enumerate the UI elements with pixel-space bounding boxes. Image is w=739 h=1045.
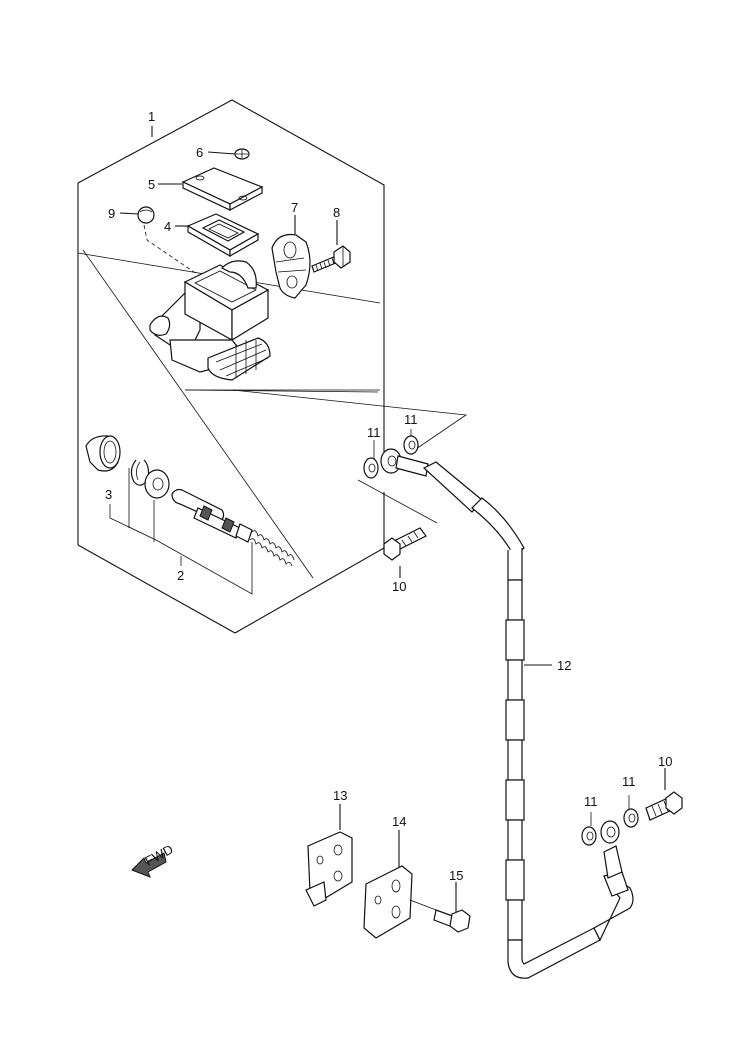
callout-11-lower-a: 11	[584, 794, 598, 809]
callout-11-upper-b: 11	[404, 412, 418, 427]
part-15-bolt	[409, 882, 471, 933]
callout-11-upper-a: 11	[367, 425, 381, 440]
part-3-washer	[144, 469, 170, 499]
part-7-clamp	[271, 215, 311, 299]
callout-7: 7	[291, 200, 298, 215]
leader-lines	[143, 224, 468, 524]
part-10-banjo-bolt-upper	[383, 527, 427, 578]
callout-14: 14	[392, 814, 406, 829]
part-11-washer-upper-b	[403, 429, 419, 455]
callout-12: 12	[557, 658, 571, 673]
part-11-washer-lower-b	[623, 795, 639, 828]
master-cylinder-body	[149, 260, 271, 381]
callout-13: 13	[333, 788, 347, 803]
banjo-fitting-upper	[380, 448, 429, 477]
banjo-fitting-lower	[600, 820, 629, 897]
callout-15: 15	[449, 868, 463, 883]
part-4-diaphragm	[175, 213, 260, 258]
fwd-arrow-icon	[131, 852, 167, 878]
callout-10-lower: 10	[658, 754, 672, 769]
part-14-hose-clamp	[363, 830, 413, 939]
part-11-washer-lower-a	[581, 812, 597, 846]
callout-6: 6	[196, 145, 203, 160]
callout-5: 5	[148, 177, 155, 192]
part-13-hose-bracket	[305, 804, 353, 907]
part-3-boot	[85, 435, 121, 472]
callout-3: 3	[105, 487, 112, 502]
part-5-reservoir-cap	[158, 167, 264, 211]
callout-9: 9	[108, 206, 115, 221]
callout-8: 8	[333, 205, 340, 220]
part-9-sight-cap	[119, 206, 155, 224]
callout-4: 4	[164, 219, 171, 234]
part-6-screw	[207, 148, 250, 160]
callout-1: 1	[148, 109, 155, 124]
part-12-brake-hose	[422, 461, 634, 979]
callout-10-upper: 10	[392, 579, 406, 594]
callout-2: 2	[177, 568, 184, 583]
group-leaders	[109, 126, 253, 595]
part-3-circlip	[130, 459, 150, 486]
callout-11-lower-b: 11	[622, 774, 636, 789]
part-11-washer-upper-a	[363, 440, 379, 479]
piston-assembly	[171, 488, 295, 567]
part-8-clamp-bolt	[311, 220, 351, 273]
assembly-outline	[77, 99, 385, 634]
part-10-banjo-bolt-lower	[645, 768, 683, 821]
